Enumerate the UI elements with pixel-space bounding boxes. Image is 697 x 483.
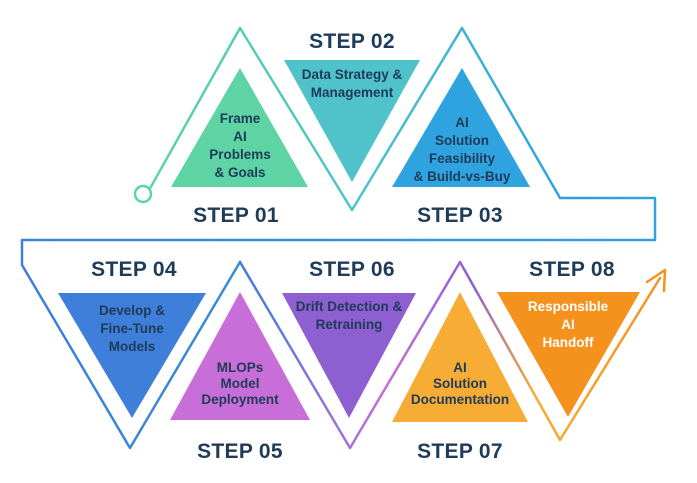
step-06-triangle <box>282 293 416 418</box>
description-line: MLOPs <box>217 360 264 375</box>
row-connector-line <box>20 196 657 450</box>
step-05-label: STEP 05 <box>197 440 283 463</box>
description-line: AI <box>453 360 467 375</box>
description-line: Fine-Tune <box>100 321 164 336</box>
end-arrow-icon <box>645 268 667 293</box>
description-line: Retraining <box>316 317 383 332</box>
step-02-label: STEP 02 <box>309 30 395 53</box>
description-line: Solution <box>435 133 489 148</box>
description-line: Model <box>221 376 260 391</box>
step-06-label: STEP 06 <box>309 258 395 281</box>
step-08-label: STEP 08 <box>529 258 615 281</box>
step-05-triangle <box>170 292 310 420</box>
step-07-triangle <box>392 292 528 422</box>
description-line: Develop & <box>99 303 165 318</box>
description-line: Solution <box>433 376 487 391</box>
description-line: Data Strategy & <box>302 67 403 82</box>
description-line: Frame <box>220 111 261 126</box>
description-line: Feasibility <box>429 151 496 166</box>
top-row-zigzag-line <box>146 26 562 212</box>
step-06-description: Drift Detection & Retraining <box>296 299 403 332</box>
description-line: Responsible <box>528 299 609 314</box>
step-02-triangle <box>284 60 420 182</box>
description-line: Deployment <box>201 392 279 407</box>
description-line: Documentation <box>411 392 509 407</box>
description-line: Problems <box>209 147 271 162</box>
description-line: Models <box>109 339 156 354</box>
step-07-label: STEP 07 <box>417 440 503 463</box>
bottom-row-zigzag-line <box>238 260 662 450</box>
description-line: Management <box>311 85 394 100</box>
start-circle-icon <box>133 184 153 204</box>
description-line: AI <box>233 129 247 144</box>
description-line: & Goals <box>214 165 265 180</box>
description-line: Drift Detection & <box>296 299 403 314</box>
step-01-label: STEP 01 <box>193 204 279 227</box>
step-04-triangle <box>58 293 206 418</box>
description-line: AI <box>455 115 469 130</box>
step-03-label: STEP 03 <box>417 204 503 227</box>
step-08-triangle <box>497 292 640 417</box>
step-03-triangle <box>392 68 530 187</box>
step-01-triangle <box>171 68 308 187</box>
description-line: Handoff <box>543 335 594 350</box>
description-line: AI <box>561 317 575 332</box>
description-line: & Build-vs-Buy <box>414 169 511 184</box>
step-04-label: STEP 04 <box>91 258 177 281</box>
step-02-description: Data Strategy & Management <box>302 67 403 100</box>
